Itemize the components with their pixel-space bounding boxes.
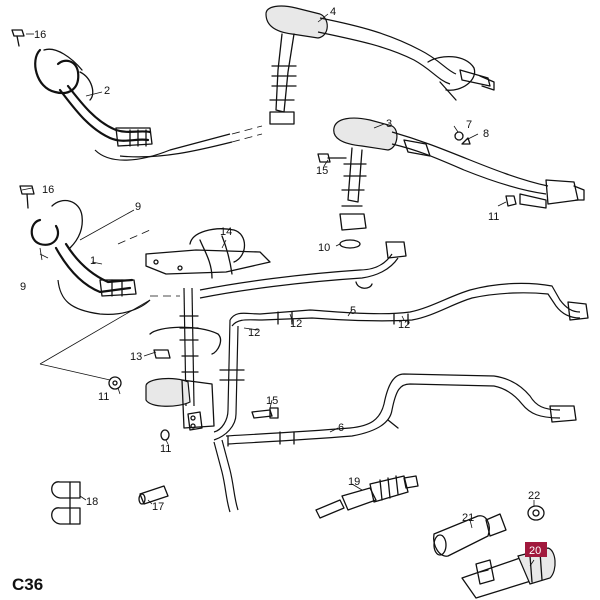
washer-10 <box>339 239 407 259</box>
washer-11-low <box>160 429 170 441</box>
pipe-assembly-6 <box>213 373 577 513</box>
sleeve-17 <box>138 485 169 505</box>
bracket-14 <box>145 228 271 279</box>
nut-11-right <box>505 195 517 207</box>
washer-22 <box>527 505 545 521</box>
callout-6: 6 <box>338 422 344 434</box>
callout-7: 7 <box>466 119 472 131</box>
callout-12-left: 12 <box>248 327 260 339</box>
callout-9-upper: 9 <box>135 201 141 213</box>
bolt-15-low <box>251 407 279 419</box>
callout-19: 19 <box>348 476 360 488</box>
pipe-assembly-5 <box>199 253 589 327</box>
callout-9-lower: 9 <box>20 281 26 293</box>
callout-22: 22 <box>528 490 540 502</box>
callout-15-mid: 15 <box>316 165 328 177</box>
clip-18 <box>51 481 81 525</box>
callout-20: 20 <box>529 545 541 557</box>
callout-3: 3 <box>386 118 392 130</box>
callout-18: 18 <box>86 496 98 508</box>
bolt-16-top <box>11 29 25 47</box>
highlight-box <box>525 542 547 557</box>
leader-lines <box>21 13 535 567</box>
washer-11-left <box>108 376 122 390</box>
callout-5: 5 <box>350 305 356 317</box>
page-code: C36 <box>12 575 43 594</box>
callout-14: 14 <box>220 226 232 238</box>
callout-1: 1 <box>90 255 96 267</box>
canister-assembly <box>145 377 215 431</box>
callout-11-right: 11 <box>488 211 499 223</box>
callout-11-low: 11 <box>160 443 171 455</box>
callout-16-top: 16 <box>34 29 46 41</box>
callout-12-mid: 12 <box>290 318 302 330</box>
callout-10: 10 <box>318 242 330 254</box>
callout-8: 8 <box>483 128 489 140</box>
callout-11-left: 11 <box>98 391 109 403</box>
bolt-16-mid <box>19 185 35 209</box>
callout-2: 2 <box>104 85 110 97</box>
pressure-switch-21 <box>433 513 507 557</box>
callout-21: 21 <box>462 512 474 524</box>
callout-4: 4 <box>330 6 336 18</box>
callout-20-highlight[interactable]: 20 <box>525 542 547 557</box>
pipe-assembly-3 <box>333 117 585 231</box>
callout-15-low: 15 <box>266 395 278 407</box>
callout-17: 17 <box>152 501 164 513</box>
callout-16-mid: 16 <box>42 184 54 196</box>
hose-assembly-2 <box>34 48 263 161</box>
pipe-assembly-4 <box>265 5 495 125</box>
seal-7-8 <box>454 131 471 145</box>
hose-assembly-1 <box>30 199 180 315</box>
callout-13: 13 <box>130 351 142 363</box>
sensor-19 <box>315 475 419 519</box>
callout-12-right: 12 <box>398 319 410 331</box>
bolt-15-mid <box>317 153 347 163</box>
pipe-12-lower <box>213 319 245 441</box>
